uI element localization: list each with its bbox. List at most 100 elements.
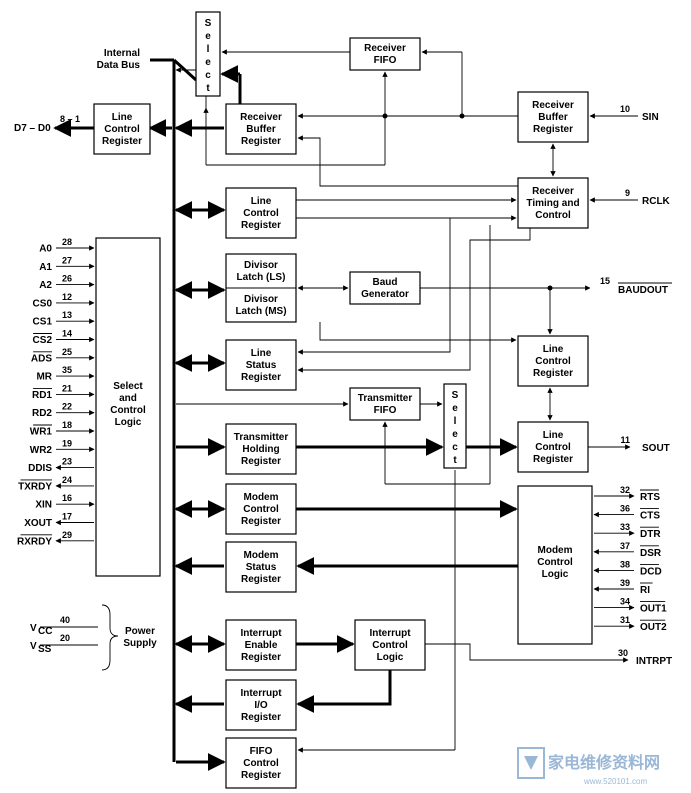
interrupt-control-text-3: Logic [377, 652, 404, 663]
left-signal-pin: 21 [62, 383, 72, 393]
modem-signal-pin: 31 [620, 615, 630, 625]
receiver-buffer-register-right [517, 91, 589, 143]
line-control-right-text-1: Line [543, 344, 564, 355]
interrupt-enable-text-1: Interrupt [240, 628, 282, 639]
left-signal-pin: 26 [62, 274, 72, 284]
fifo-control-text-3: Register [241, 770, 281, 781]
sin-label: SIN [642, 112, 659, 123]
divisor-ls-text-2: Latch (LS) [237, 272, 286, 283]
intrpt-label: INTRPT [636, 656, 672, 667]
modem-status-reg-text-1: Modem [244, 550, 279, 561]
select-control-text-1: Select [113, 381, 143, 392]
line-control-mid-text-2: Control [243, 208, 279, 219]
line-control-tx-text-1: Line [543, 430, 564, 441]
left-signal-pin: 23 [62, 457, 72, 467]
modem-control-logic-text-2: Control [537, 557, 573, 568]
power-section: V CC 40 V SS 20 Power Supply [30, 604, 157, 671]
transmitter-holding-text-2: Holding [242, 444, 279, 455]
select-mux-bottom [443, 383, 467, 469]
select-top-letter: e [205, 31, 211, 42]
modem-signal-pin: 36 [620, 504, 630, 514]
receiver-buffer-register-inner [225, 103, 297, 155]
modem-status-reg-text-3: Register [241, 574, 281, 585]
left-signal-pin: 13 [62, 310, 72, 320]
left-signal-pin: 28 [62, 237, 72, 247]
receiver-buffer-right-text-1: Receiver [532, 100, 574, 111]
receiver-buffer-right-text-3: Register [533, 124, 573, 135]
select-top-letter: S [205, 18, 212, 29]
select-control-text-4: Logic [115, 417, 142, 428]
modem-signal-label: OUT1 [640, 604, 667, 615]
left-signal-label: XOUT [24, 518, 52, 529]
modem-signal-label: DSR [640, 548, 662, 559]
vcc-label: V [30, 623, 37, 634]
left-signal-label: WR2 [30, 445, 53, 456]
left-signal-label: CS1 [33, 317, 53, 328]
data-bus-pin: 8 – 1 [60, 114, 80, 124]
select-control-text-3: Control [110, 405, 146, 416]
line-control-register-tx [517, 421, 589, 473]
rclk-pin: 9 [625, 188, 630, 198]
line-control-tx-text-3: Register [533, 454, 573, 465]
left-signal-label: A1 [39, 262, 52, 273]
modem-signal-pin: 39 [620, 578, 630, 588]
connection-lines [175, 49, 638, 753]
transmitter-holding-text-3: Register [241, 456, 281, 467]
interrupt-io-text-3: Register [241, 712, 281, 723]
modem-signal-label: DCD [640, 566, 662, 577]
select-control-text-2: and [119, 393, 137, 404]
vss-sub: SS [38, 644, 52, 655]
interrupt-control-logic [354, 619, 426, 671]
modem-signal-pin: 38 [620, 559, 630, 569]
vss-label: V [30, 641, 37, 652]
left-signal-label: ADS [31, 353, 52, 364]
watermark-logo: 家电维修资料网 www.520101.com [517, 747, 660, 786]
left-signal-pin: 24 [62, 475, 72, 485]
interrupt-enable-register [225, 619, 297, 671]
line-control-mid-text-1: Line [251, 196, 272, 207]
left-signals: A028A127A226CS012CS113CS214ADS25MR35RD12… [17, 237, 95, 547]
line-control-register-left [93, 103, 151, 155]
baud-generator [349, 271, 421, 305]
modem-signal-label: DTR [640, 529, 661, 540]
left-signal-label: RXRDY [17, 536, 52, 547]
left-signal-pin: 14 [62, 329, 72, 339]
receiver-timing-text-1: Receiver [532, 186, 574, 197]
interrupt-io-register [225, 679, 297, 731]
select-bottom-letters: Select [452, 390, 459, 466]
select-top-letter: e [205, 57, 211, 68]
fifo-control-text-1: FIFO [250, 746, 273, 757]
select-bottom-letter: l [454, 416, 457, 427]
modem-control-reg-text-1: Modem [244, 492, 279, 503]
receiver-buffer-inner-text-2: Buffer [246, 124, 276, 135]
transmitter-fifo-text-1: Transmitter [358, 393, 413, 404]
receiver-buffer-right-text-2: Buffer [538, 112, 568, 123]
left-signal-label: WR1 [30, 427, 53, 438]
baudout-pin: 15 [600, 276, 610, 286]
modem-signal-label: OUT2 [640, 622, 667, 633]
transmitter-fifo-text-2: FIFO [374, 405, 397, 416]
internal-bus-label-2: Data Bus [97, 60, 141, 71]
receiver-buffer-inner-text-1: Receiver [240, 112, 282, 123]
left-signal-pin: 18 [62, 420, 72, 430]
left-signal-pin: 35 [62, 365, 72, 375]
left-signal-pin: 19 [62, 438, 72, 448]
left-signal-label: RD1 [32, 390, 52, 401]
line-control-register-mid [225, 187, 297, 239]
select-top-letters: Select [205, 18, 212, 94]
modem-signal-pin: 37 [620, 541, 630, 551]
transmitter-holding-text-1: Transmitter [234, 432, 289, 443]
receiver-timing-control [517, 177, 589, 229]
power-supply-text-2: Supply [123, 638, 157, 649]
modem-control-logic [517, 485, 593, 645]
baud-generator-text-1: Baud [373, 277, 398, 288]
modem-signal-pin: 32 [620, 485, 630, 495]
left-signal-label: RD2 [32, 408, 52, 419]
power-supply-text-1: Power [125, 626, 155, 637]
select-bottom-letter: e [452, 403, 458, 414]
select-top-letter: c [205, 70, 211, 81]
left-signal-label: A0 [39, 244, 52, 255]
intrpt-pin: 30 [618, 648, 628, 658]
select-bottom-letter: t [453, 455, 457, 466]
left-signal-pin: 16 [62, 493, 72, 503]
